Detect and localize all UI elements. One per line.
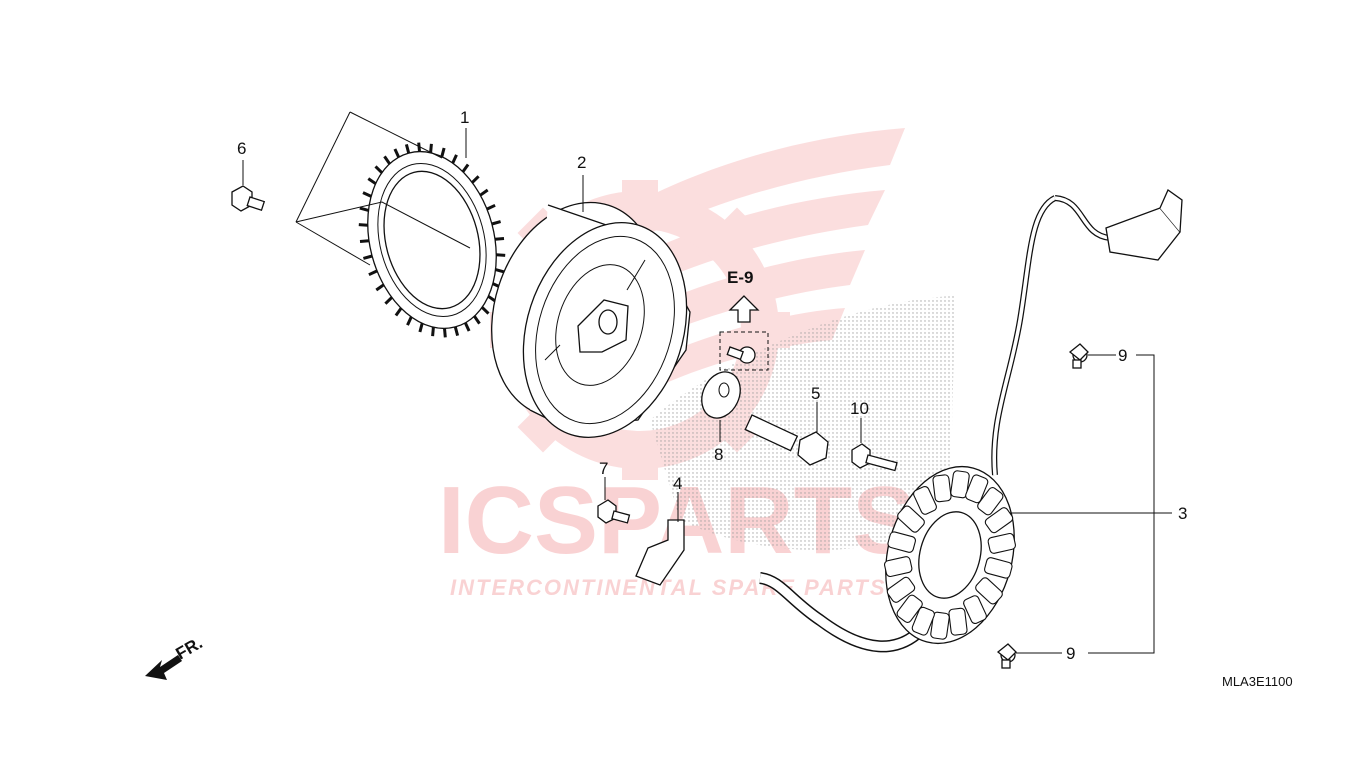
callout-9-lower: 9	[1066, 644, 1075, 663]
callout-5: 5	[811, 384, 820, 403]
part-4-wire-guide	[635, 519, 685, 586]
part-6-bolt	[231, 185, 266, 212]
part-8-washer	[701, 371, 741, 419]
callout-4: 4	[673, 474, 682, 493]
callout-10: 10	[850, 399, 869, 418]
callout-1: 1	[460, 108, 469, 127]
part-7-bolt	[597, 499, 631, 524]
callout-8: 8	[714, 445, 723, 464]
front-direction-arrow: FR.	[145, 633, 206, 680]
part-5-flywheel-bolt	[744, 414, 829, 466]
part-9-clip-upper	[1068, 343, 1089, 369]
part-10-bolt	[851, 443, 898, 472]
part-9-clip-lower	[996, 643, 1017, 669]
callout-9-upper: 9	[1118, 346, 1127, 365]
callout-7: 7	[599, 459, 608, 478]
part-2-flywheel-rotor	[491, 201, 691, 439]
callout-6: 6	[237, 139, 246, 158]
up-arrow-icon	[728, 295, 760, 323]
reference-label: E-9	[727, 268, 753, 287]
callout-2: 2	[577, 153, 586, 172]
drawing-code: MLA3E1100	[1222, 674, 1293, 689]
watermark-tagline: INTERCONTINENTAL SPARE PARTS	[450, 575, 887, 600]
callout-3: 3	[1178, 504, 1187, 523]
reference-e9: E-9	[719, 268, 769, 371]
part-1-pulser-ring	[358, 142, 506, 338]
part-3-stator	[758, 189, 1183, 653]
